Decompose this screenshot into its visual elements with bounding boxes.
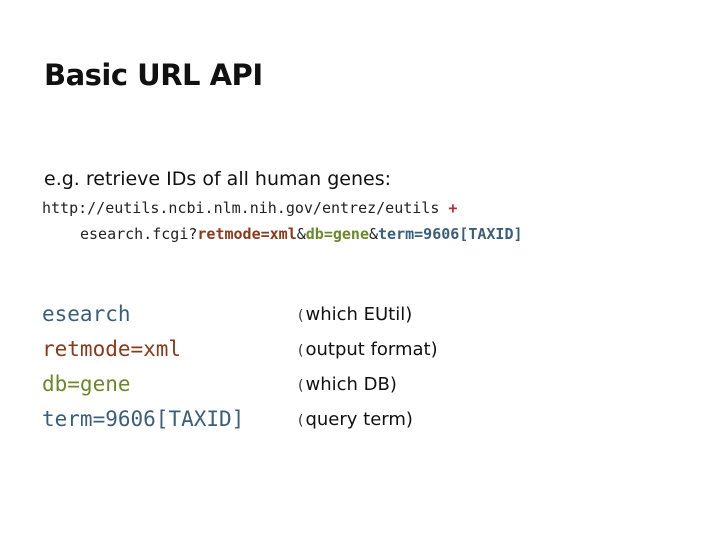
url-amp-1: & bbox=[296, 225, 306, 243]
param-db: db=gene bbox=[42, 372, 131, 396]
desc-term: (query term) bbox=[298, 402, 438, 437]
param-esearch: esearch bbox=[42, 302, 131, 326]
url-amp-2: & bbox=[369, 225, 379, 243]
url-term: term=9606[TAXID] bbox=[378, 225, 523, 243]
desc-text: query term) bbox=[305, 409, 413, 430]
param-retmode: retmode=xml bbox=[42, 337, 182, 361]
desc-db: (which DB) bbox=[298, 367, 438, 402]
param-list: esearch retmode=xml db=gene term=9606[TA… bbox=[42, 297, 244, 437]
url-base: http://eutils.ncbi.nlm.nih.gov/entrez/eu… bbox=[42, 199, 440, 217]
desc-esearch: (which EUtil) bbox=[298, 297, 438, 332]
desc-paren: ( bbox=[298, 413, 304, 429]
desc-text: which DB) bbox=[305, 374, 397, 395]
url-line-2: esearch.fcgi?retmode=xml&db=gene&term=96… bbox=[80, 225, 523, 243]
param-term: term=9606[TAXID] bbox=[42, 407, 245, 431]
url-line-1: http://eutils.ncbi.nlm.nih.gov/entrez/eu… bbox=[42, 199, 457, 217]
url-plus: + bbox=[448, 199, 458, 217]
desc-text: which EUtil) bbox=[305, 304, 413, 325]
slide-title: Basic URL API bbox=[44, 58, 263, 92]
desc-paren: ( bbox=[298, 343, 304, 359]
intro-text: e.g. retrieve IDs of all human genes: bbox=[44, 168, 392, 190]
desc-paren: ( bbox=[298, 308, 304, 324]
desc-paren: ( bbox=[298, 378, 304, 394]
desc-text: output format) bbox=[305, 339, 438, 360]
desc-retmode: (output format) bbox=[298, 332, 438, 367]
url-retmode: retmode=xml bbox=[197, 225, 297, 243]
param-descriptions: (which EUtil) (output format) (which DB)… bbox=[298, 297, 438, 437]
url-script: esearch.fcgi? bbox=[80, 225, 198, 243]
url-db: db=gene bbox=[305, 225, 369, 243]
